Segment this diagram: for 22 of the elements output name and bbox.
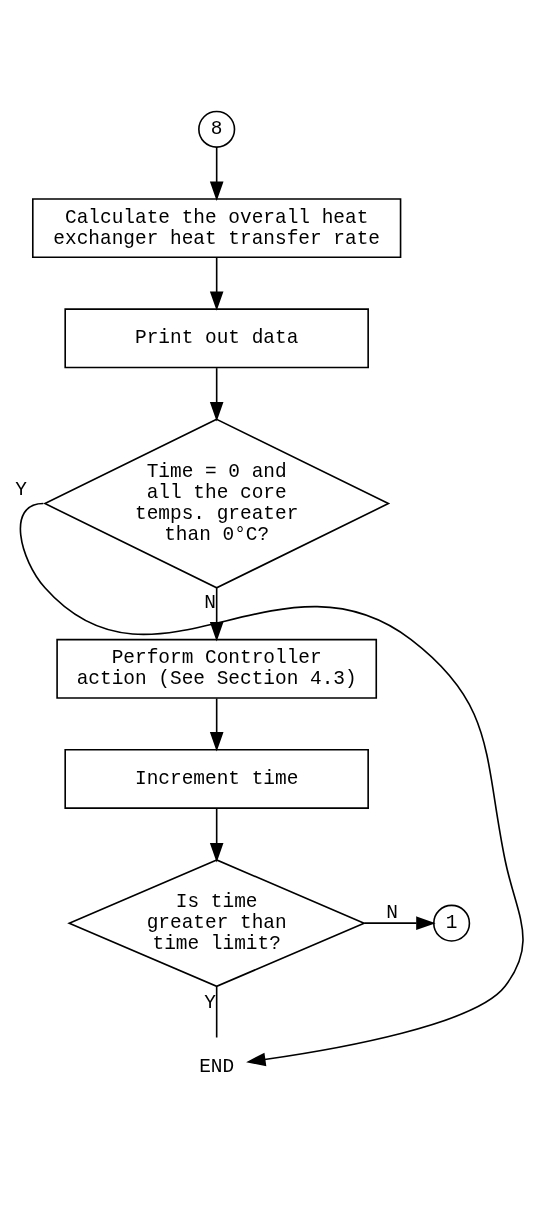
arrow xyxy=(209,146,224,202)
node-circle: 8 xyxy=(198,110,236,148)
arrow xyxy=(363,916,436,930)
edge-label: Y xyxy=(204,991,217,1014)
node-circle: 1 xyxy=(432,904,471,942)
arrow xyxy=(209,367,224,422)
edge-label: N xyxy=(204,591,217,614)
connector xyxy=(215,985,218,1039)
node-box: Increment time xyxy=(64,749,369,809)
node-diamond: Is time greater than time limit? xyxy=(67,859,367,988)
node-box: Perform Controller action (See Section 4.3) xyxy=(56,638,378,699)
arrow xyxy=(209,807,224,863)
edge-label: N xyxy=(386,901,398,924)
arrow xyxy=(209,257,224,311)
node-box: Print out data xyxy=(64,308,369,369)
arrow xyxy=(209,587,224,642)
node-text: END xyxy=(199,1056,235,1079)
edge-label: Y xyxy=(15,479,27,502)
arrow xyxy=(209,697,224,752)
node-box: Calculate the overall heat exchanger heat transfer rate xyxy=(32,198,402,259)
node-diamond: Time = 0 and all the core temps. greater than 0°C? xyxy=(43,418,391,589)
arrow xyxy=(19,502,524,1067)
